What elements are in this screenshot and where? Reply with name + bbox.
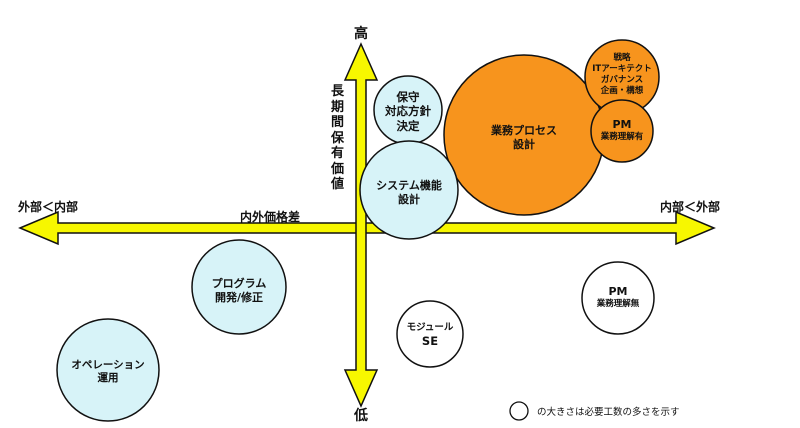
- bubble-pm-with: [590, 99, 654, 163]
- bubble-program-text: プログラム 開発/修正: [211, 277, 267, 304]
- bubble-operation-text: オペレーション 運用: [71, 359, 145, 385]
- horizontal-axis-arrow: [18, 210, 716, 246]
- bubble-pm-with-text: PM 業務理解有: [600, 118, 644, 142]
- bubble-hoshu-text: 保守 対応方針 決定: [385, 90, 431, 133]
- axis-bottom-label: 低: [354, 408, 368, 424]
- legend-circle-icon: [509, 401, 529, 421]
- axis-left-label: 外部＜内部: [18, 200, 79, 214]
- bubble-module-text: モジュール SE: [406, 322, 454, 348]
- axis-right-label: 内部＜外部: [660, 200, 721, 214]
- axis-horizontal-title: 内外価格差: [240, 210, 301, 224]
- bubble-senryaku-text: 戦略 ITアーキテクト ガバナンス 企画・構想: [592, 53, 652, 97]
- bubble-program: [191, 239, 287, 335]
- bubble-pm-without-text: PM 業務理解無: [596, 285, 640, 309]
- bubble-module: [396, 300, 464, 368]
- bubble-system-text: システム機能 設計: [376, 179, 442, 206]
- axis-top-label: 高: [354, 26, 368, 42]
- legend-text: の大きさは必要工数の多さを示す: [537, 407, 680, 418]
- bubble-operation: [56, 318, 160, 422]
- vertical-axis-arrow: [343, 42, 379, 408]
- bubble-gyomu-text: 業務プロセス 設計: [491, 124, 557, 151]
- axis-vertical-title: 長期間保有価値: [331, 84, 345, 192]
- bubble-pm-without: [581, 261, 655, 335]
- bubble-system: [359, 140, 459, 240]
